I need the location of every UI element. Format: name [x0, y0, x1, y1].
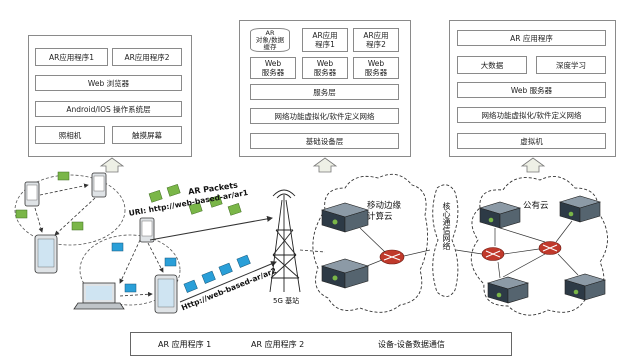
- cloud-links: [455, 220, 579, 279]
- public-cloud-label: 公有云: [523, 201, 549, 211]
- ar-app2-packets-local: [111, 242, 177, 293]
- edge-cloud-shape: [312, 173, 429, 313]
- device-cluster-1-ring: [14, 174, 126, 246]
- ar-app2-uplink-packets: [183, 254, 251, 293]
- edge-infrastructure: 基础设备层: [250, 133, 399, 149]
- tablet-icon: [154, 274, 178, 314]
- uplink-arrow-ar1: [149, 215, 273, 241]
- cloud-web-server: Web 服务器: [457, 82, 606, 98]
- edge-router-icon: [379, 249, 405, 265]
- tablet-icon: [34, 234, 58, 274]
- up-arrow-edge: [312, 157, 338, 173]
- tower-link: [299, 249, 326, 253]
- legend-app2-label: AR 应用程序 2: [251, 340, 305, 349]
- edge-links: [359, 227, 431, 269]
- legend-comm-label: 设备-设备数据通信: [378, 340, 445, 349]
- device-camera: 照相机: [35, 126, 105, 144]
- device-web-browser: Web 浏览器: [35, 75, 182, 91]
- device-cluster-2-ring: [79, 234, 181, 306]
- device-touchscreen: 触摸屏幕: [112, 126, 182, 144]
- cloud-virtual-machine: 虚拟机: [457, 133, 606, 149]
- edge-web-server-3: Web 服务器: [353, 57, 399, 79]
- cloud-ar-app: AR 应用程序: [457, 30, 606, 46]
- device-ar-app1: AR应用程序1: [35, 48, 108, 66]
- 5g-tower-icon: [269, 189, 301, 293]
- edge-web-server-1: Web 服务器: [250, 57, 296, 79]
- legend: [130, 332, 512, 356]
- core-network-label: 核心通信网络: [442, 202, 451, 250]
- cloud-router-icon: [481, 247, 505, 261]
- edge-nfv-sdn: 网络功能虚拟化/软件定义网络: [250, 108, 399, 124]
- edge-server-icon: [320, 202, 370, 233]
- edge-ar-app2: AR应用 程序2: [353, 28, 399, 52]
- up-arrow-cloud: [520, 157, 546, 173]
- smartphone-icon: [24, 181, 40, 207]
- smartphone-icon: [91, 172, 107, 198]
- ar-app1-uplink-packets: [148, 184, 242, 216]
- edge-service-layer: 服务层: [250, 84, 399, 100]
- device-os-layer: Android/IOS 操作系统层: [35, 101, 182, 117]
- uplink-arrow-ar2: [179, 261, 277, 303]
- edge-cloud-label: 移动边缘 计算云: [367, 201, 402, 222]
- up-arrow-device: [99, 157, 125, 173]
- core-network-shape: [432, 184, 459, 297]
- cloud-nfv-sdn: 网络功能虚拟化/软件定义网络: [457, 107, 606, 123]
- laptop-icon: [73, 282, 125, 310]
- cloud-big-data: 大数据: [457, 56, 527, 74]
- smartphone-icon: [139, 217, 155, 243]
- cloud-server-icon: [563, 273, 607, 301]
- edge-server-icon: [320, 258, 370, 289]
- device-ar-app2: AR应用程序2: [112, 48, 182, 66]
- cloud-server-icon: [486, 276, 530, 304]
- edge-ar-cache: AR 对象/数据 缓存: [250, 28, 290, 52]
- legend-app1-label: AR 应用程序 1: [158, 340, 212, 349]
- ar-app1-packets-local: [15, 171, 84, 231]
- cloud-router-icon: [538, 241, 562, 255]
- cloud-deep-learning: 深度学习: [536, 56, 606, 74]
- edge-web-server-2: Web 服务器: [302, 57, 348, 79]
- cloud-server-icon: [558, 195, 602, 223]
- device-links: [34, 183, 164, 297]
- cloud-server-icon: [478, 201, 522, 229]
- base-station-label: 5G 基站: [273, 297, 300, 305]
- edge-ar-app1: AR应用 程序1: [302, 28, 348, 52]
